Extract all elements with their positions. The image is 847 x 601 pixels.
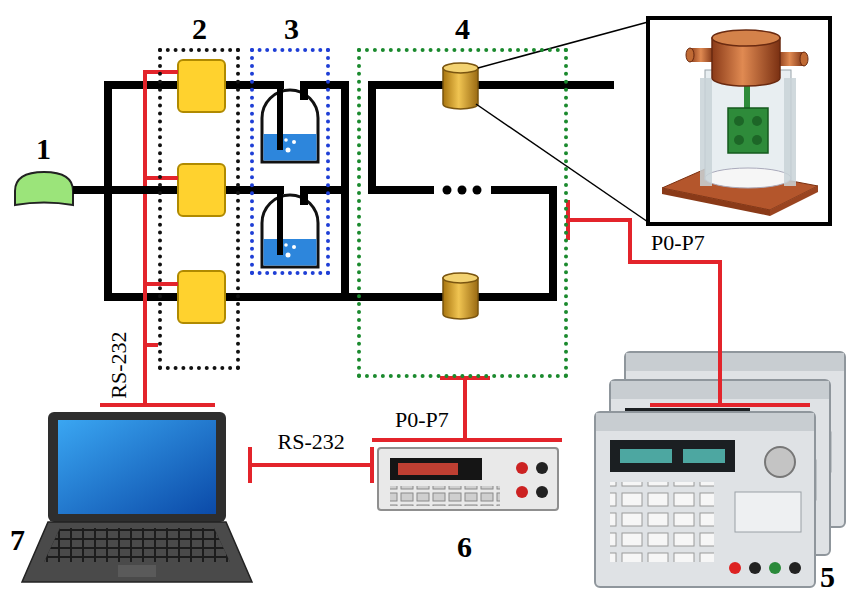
laptop-base <box>22 522 252 582</box>
bubble <box>292 245 296 249</box>
terminal <box>536 486 548 498</box>
dip-tube <box>277 190 283 255</box>
copper-cap-top <box>712 30 780 46</box>
bubble <box>292 140 296 144</box>
laptop-keys <box>44 528 230 562</box>
power-cable <box>568 220 720 405</box>
callout-number: 4 <box>455 12 470 45</box>
touchpad <box>118 565 156 577</box>
t-bar <box>100 403 215 407</box>
signal-label: P0-P7 <box>393 408 451 432</box>
leader-line <box>478 22 648 68</box>
callout-number: 2 <box>192 12 207 45</box>
multimeter: 6 <box>372 440 562 565</box>
bubbler-flask <box>262 195 318 267</box>
laptop: 7 <box>8 405 250 590</box>
base-plate-edge <box>770 186 818 216</box>
t-bar <box>248 447 252 483</box>
terminal <box>536 462 548 474</box>
power-cable-group <box>568 200 810 405</box>
power-supply-unit <box>595 412 815 587</box>
dip-tube <box>277 85 283 150</box>
bubble <box>284 138 288 142</box>
serial-cable <box>250 463 372 467</box>
mass-flow-controller <box>178 60 225 112</box>
callout-number: 5 <box>820 560 835 593</box>
t-bar <box>650 403 810 407</box>
sensor-cell <box>443 68 478 109</box>
sensor-cell <box>443 278 478 319</box>
inset-frame <box>648 18 830 224</box>
laptop-keyboard <box>44 528 230 562</box>
sensor-block <box>728 108 768 153</box>
callout-number: 7 <box>10 523 25 556</box>
gas-pipe <box>73 186 158 194</box>
dot <box>473 186 482 195</box>
laptop-bezel <box>48 412 226 522</box>
mass-flow-controller <box>178 271 225 323</box>
gas-pipe <box>225 293 553 301</box>
sensor-cell-group: 4 <box>357 48 568 378</box>
multimeter-keys <box>390 486 500 506</box>
gas-pipe <box>341 85 349 297</box>
sensor-hole <box>752 116 762 126</box>
power-supply: 5 <box>595 405 845 595</box>
gas-pipe-group <box>73 190 158 191</box>
signal-cable-group <box>372 378 562 440</box>
dot <box>458 186 467 195</box>
gas-port-end <box>686 48 694 62</box>
bubble <box>284 243 288 247</box>
flow-controller-group: 2 <box>158 48 240 370</box>
housing-floor <box>705 168 791 188</box>
t-bar <box>370 447 374 483</box>
bubbler-flask <box>262 90 318 162</box>
bubble <box>286 148 291 153</box>
sensor-cell-top <box>443 273 478 283</box>
housing-pillar <box>784 78 796 186</box>
base-plate-edge <box>662 188 770 216</box>
callout-number: 6 <box>457 530 472 563</box>
dip-tubes <box>277 85 283 255</box>
dot <box>443 186 452 195</box>
leader-line <box>476 104 648 222</box>
bubbler-liquid <box>264 134 317 161</box>
control-wire <box>143 70 147 345</box>
bubble <box>286 253 291 258</box>
callout-number: 1 <box>36 132 51 165</box>
laptop-screen <box>58 420 216 514</box>
sensor-hole <box>752 135 762 145</box>
bubbler-liquid <box>264 239 317 266</box>
signal-label: P0-P7 <box>649 231 707 255</box>
signal-label: RS-232 <box>276 430 347 454</box>
gas-source: 1 <box>12 132 73 208</box>
housing-pillar <box>700 78 712 186</box>
ellipsis-dots <box>443 186 482 195</box>
terminal <box>516 486 528 498</box>
gas-pipe <box>372 85 610 190</box>
gas-pipe <box>495 190 553 297</box>
mass-flow-controller <box>178 164 225 216</box>
multimeter-display <box>390 458 482 480</box>
sensor-cell-top <box>443 63 478 73</box>
gas-source-symbol <box>15 172 73 205</box>
gas-pipe <box>304 85 345 96</box>
sensor-hole <box>734 135 744 145</box>
signal-cable <box>463 378 467 440</box>
terminal <box>516 462 528 474</box>
bubbles <box>284 138 296 257</box>
multimeter-digits <box>398 463 458 475</box>
multimeter-body <box>378 448 558 510</box>
gas-pipe <box>304 190 345 201</box>
gas-port-end <box>800 52 808 66</box>
bubbler-group: 3 <box>250 48 330 275</box>
sensor-hole <box>734 116 744 126</box>
serial-cable <box>145 345 158 405</box>
signal-label: RS-232 <box>106 329 130 400</box>
t-bar <box>372 438 562 442</box>
callout-number: 3 <box>284 12 299 45</box>
